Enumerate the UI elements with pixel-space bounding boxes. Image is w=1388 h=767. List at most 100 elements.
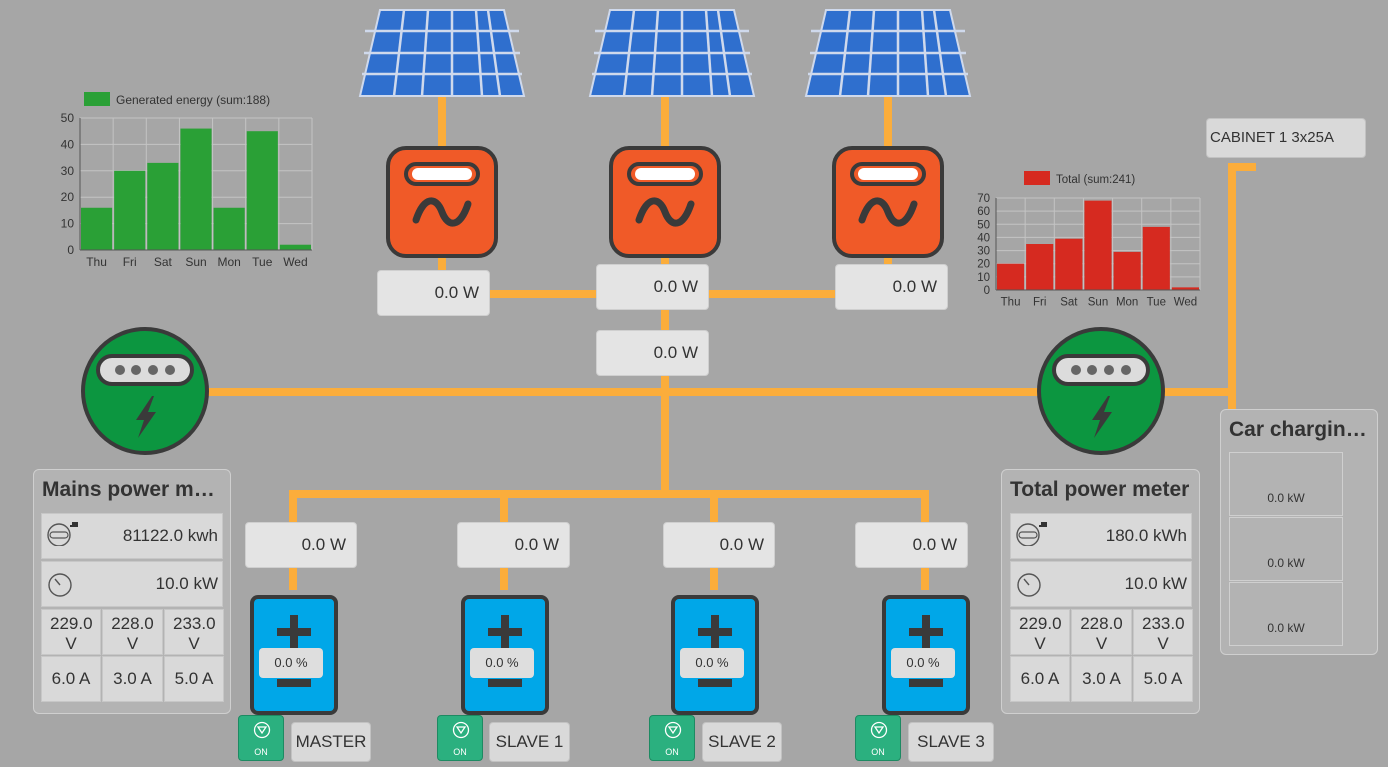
battery-slave3-name[interactable]: SLAVE 3 bbox=[908, 722, 994, 762]
y-tick-label: 50 bbox=[977, 219, 990, 231]
total-meter-icon[interactable] bbox=[1036, 326, 1166, 456]
power-toggle-icon bbox=[253, 721, 271, 739]
total-meter-title: Total power meter bbox=[1010, 478, 1190, 501]
bar bbox=[997, 263, 1025, 290]
x-tick-label: Mon bbox=[1116, 297, 1138, 309]
bar bbox=[1084, 200, 1112, 290]
legend-label: Generated energy (sum:188) bbox=[116, 93, 270, 107]
inverter-3-power: 0.0 W bbox=[835, 264, 948, 310]
inverter-icon[interactable] bbox=[386, 146, 498, 258]
power-toggle-icon bbox=[664, 721, 682, 739]
battery-slave3-soc: 0.0 % bbox=[891, 648, 955, 678]
y-tick-label: 60 bbox=[977, 206, 990, 218]
battery-slave2-on-button[interactable]: ON bbox=[649, 715, 695, 761]
y-tick-label: 30 bbox=[977, 246, 990, 258]
total-power-reading: 10.0 kW bbox=[1010, 561, 1192, 607]
wire-battery-bus bbox=[289, 490, 929, 498]
car-charging-title: Car charging… bbox=[1229, 418, 1371, 441]
solar-panel-icon bbox=[588, 9, 756, 97]
y-tick-label: 10 bbox=[977, 272, 990, 284]
battery-slave1-name[interactable]: SLAVE 1 bbox=[489, 722, 570, 762]
wire-cabinet-vertical bbox=[1228, 165, 1236, 417]
battery-master-name[interactable]: MASTER bbox=[291, 722, 371, 762]
charger-1-power[interactable]: 0.0 kW bbox=[1229, 452, 1343, 516]
inverter-2-power: 0.0 W bbox=[596, 264, 709, 310]
charger-2-power[interactable]: 0.0 kW bbox=[1229, 517, 1343, 581]
wire-panel-2 bbox=[661, 96, 669, 150]
wire-solar-trunk bbox=[661, 256, 669, 496]
battery-master-on-button[interactable]: ON bbox=[238, 715, 284, 761]
wire-cabinet-stub bbox=[1228, 163, 1256, 171]
mains-power-value: 10.0 kW bbox=[155, 574, 218, 593]
mains-meter-icon[interactable] bbox=[80, 326, 210, 456]
battery-slave1-soc: 0.0 % bbox=[470, 648, 534, 678]
x-tick-label: Sun bbox=[185, 255, 206, 269]
battery-slave3[interactable]: 0.0 % bbox=[882, 595, 970, 715]
battery-slave1-power: 0.0 W bbox=[457, 522, 570, 568]
battery-master[interactable]: 0.0 % bbox=[250, 595, 338, 715]
on-label: ON bbox=[871, 747, 885, 757]
y-tick-label: 0 bbox=[67, 243, 74, 257]
wire-inverter-3 bbox=[884, 256, 892, 268]
total-voltage-l2: 228.0 V bbox=[1071, 609, 1132, 655]
bar bbox=[213, 207, 245, 250]
inverter-icon[interactable] bbox=[609, 146, 721, 258]
total-current-l3: 5.0 A bbox=[1133, 656, 1193, 702]
mains-voltage-l1: 229.0 V bbox=[41, 609, 101, 655]
charger-3-power[interactable]: 0.0 kW bbox=[1229, 582, 1343, 646]
legend-swatch bbox=[84, 92, 110, 106]
wire-panel-3 bbox=[884, 96, 892, 150]
on-label: ON bbox=[453, 747, 467, 757]
gauge-icon bbox=[48, 573, 72, 597]
solar-panel-icon bbox=[358, 9, 526, 97]
bar bbox=[1055, 238, 1083, 290]
mains-energy-reading: 81122.0 kwh bbox=[41, 513, 223, 559]
wire-main-bus bbox=[205, 388, 1045, 396]
x-tick-label: Sat bbox=[1060, 297, 1078, 309]
battery-slave1[interactable]: 0.0 % bbox=[461, 595, 549, 715]
total-current-l2: 3.0 A bbox=[1071, 656, 1132, 702]
inverter-1-power: 0.0 W bbox=[377, 270, 490, 316]
battery-slave2[interactable]: 0.0 % bbox=[671, 595, 759, 715]
solar-panel-icon bbox=[804, 9, 972, 97]
bar bbox=[246, 131, 278, 250]
battery-slave3-on-button[interactable]: ON bbox=[855, 715, 901, 761]
wire-total-to-cabinet bbox=[1160, 388, 1236, 396]
meter-counter-icon bbox=[47, 522, 78, 546]
car-charging-panel: Car charging… 0.0 kW 0.0 kW 0.0 kW bbox=[1220, 409, 1378, 655]
solar-total-power: 0.0 W bbox=[596, 330, 709, 376]
total-voltage-l3: 233.0 V bbox=[1133, 609, 1193, 655]
wire-inverter-1 bbox=[438, 256, 446, 272]
bar bbox=[1113, 251, 1141, 290]
x-tick-label: Fri bbox=[1033, 297, 1046, 309]
legend-label: Total (sum:241) bbox=[1056, 174, 1135, 186]
y-tick-label: 40 bbox=[61, 137, 75, 151]
mains-energy-value: 81122.0 kwh bbox=[122, 526, 218, 545]
battery-slave1-on-button[interactable]: ON bbox=[437, 715, 483, 761]
legend-swatch bbox=[1024, 171, 1050, 185]
y-tick-label: 40 bbox=[977, 232, 990, 244]
gauge-icon bbox=[1017, 573, 1041, 597]
bar bbox=[81, 207, 113, 250]
battery-slave2-name[interactable]: SLAVE 2 bbox=[702, 722, 782, 762]
y-tick-label: 30 bbox=[61, 164, 75, 178]
x-tick-label: Sat bbox=[154, 255, 173, 269]
total-power-value: 10.0 kW bbox=[1124, 574, 1187, 593]
y-tick-label: 20 bbox=[977, 259, 990, 271]
meter-counter-icon bbox=[1016, 522, 1047, 546]
y-tick-label: 50 bbox=[61, 111, 75, 125]
x-tick-label: Mon bbox=[217, 255, 240, 269]
x-tick-label: Thu bbox=[1001, 297, 1021, 309]
inverter-icon[interactable] bbox=[832, 146, 944, 258]
cabinet-label[interactable]: CABINET 1 3x25A bbox=[1206, 118, 1366, 158]
y-tick-label: 10 bbox=[61, 217, 75, 231]
power-toggle-icon bbox=[452, 721, 470, 739]
x-tick-label: Thu bbox=[86, 255, 107, 269]
mains-power-reading: 10.0 kW bbox=[41, 561, 223, 607]
x-tick-label: Tue bbox=[252, 255, 273, 269]
wire-panel-1 bbox=[438, 96, 446, 150]
mains-meter-title: Mains power me… bbox=[42, 478, 224, 501]
battery-slave2-power: 0.0 W bbox=[663, 522, 775, 568]
on-label: ON bbox=[254, 747, 268, 757]
